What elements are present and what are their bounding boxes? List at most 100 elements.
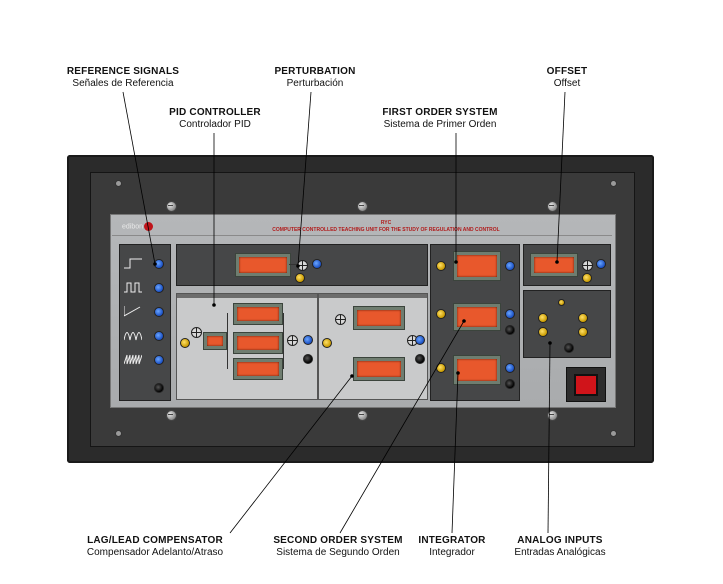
callout-subtitle: Entradas Analógicas (514, 547, 606, 558)
integrator-display (453, 355, 501, 385)
callout-subtitle: Señales de Referencia (72, 78, 174, 89)
callout-first-order-system: FIRST ORDER SYSTEM Sistema de Primer Ord… (365, 107, 515, 131)
callout-title: PERTURBATION (274, 66, 356, 77)
lag-lead-compensator-block (318, 293, 428, 400)
offset-output-jack[interactable] (596, 259, 606, 269)
panel-title: COMPUTER CONTROLLED TEACHING UNIT FOR TH… (272, 227, 500, 233)
panel-screw (357, 201, 368, 212)
reference-signals-block (119, 244, 171, 401)
callout-pid-controller: PID CONTROLLER Controlador PID (155, 107, 275, 131)
callout-title: INTEGRATOR (418, 535, 486, 546)
perturbation-block (176, 244, 428, 286)
square-wave-icon (124, 282, 142, 293)
callout-offset: OFFSET Offset (527, 66, 607, 90)
panel-model: RYC (380, 220, 392, 226)
callout-subtitle: Compensador Adelanto/Atraso (86, 547, 224, 558)
compensator-display (353, 306, 405, 330)
first-order-display (453, 251, 501, 281)
step-wave-icon (124, 258, 142, 269)
first-order-input-jack[interactable] (436, 261, 446, 271)
panel-screw (547, 201, 558, 212)
brand-name: edibon (122, 223, 144, 231)
integrator-output-jack[interactable] (505, 363, 515, 373)
sinusoidal-output-jack[interactable] (154, 331, 164, 341)
square-output-jack[interactable] (154, 283, 164, 293)
pid-derivative-display (233, 358, 283, 380)
analog-indicator (558, 299, 565, 306)
callout-subtitle: Perturbación (286, 78, 344, 89)
integrator-ground-jack[interactable] (505, 379, 515, 389)
header-divider (112, 235, 612, 236)
offset-input-jack[interactable] (582, 273, 592, 283)
callout-subtitle: Controlador PID (179, 119, 251, 130)
analog-ground-jack[interactable] (564, 343, 574, 353)
second-order-output-jack[interactable] (505, 309, 515, 319)
callout-second-order-system: SECOND ORDER SYSTEM Sistema de Segundo O… (258, 535, 418, 559)
offset-block (523, 244, 611, 286)
panel-title-block: RYC COMPUTER CONTROLLED TEACHING UNIT FO… (166, 220, 606, 234)
frame-bolt (115, 430, 122, 437)
ramp-output-jack[interactable] (154, 307, 164, 317)
power-switch[interactable] (566, 367, 606, 402)
callout-title: PID CONTROLLER (169, 107, 261, 118)
perturbation-display (235, 253, 291, 277)
sinusoidal-wave-icon (124, 332, 142, 341)
panel-screw (357, 410, 368, 421)
pid-ground-jack[interactable] (303, 354, 313, 364)
second-order-display (353, 357, 405, 381)
second-order-system-display (453, 303, 501, 331)
pid-output-jack[interactable] (303, 335, 313, 345)
callout-title: ANALOG INPUTS (517, 535, 603, 546)
perturbation-input-jack[interactable] (295, 273, 305, 283)
perturbation-output-jack[interactable] (312, 259, 322, 269)
frame-bolt (610, 430, 617, 437)
panel-screw (547, 410, 558, 421)
analog-input-1-jack[interactable] (538, 313, 548, 323)
step-output-jack[interactable] (154, 259, 164, 269)
integrator-input-jack[interactable] (436, 363, 446, 373)
callout-title: OFFSET (546, 66, 588, 77)
pid-wire (227, 313, 228, 369)
reference-ground-jack[interactable] (154, 383, 164, 393)
callout-title: REFERENCE SIGNALS (66, 66, 180, 77)
offset-display (530, 253, 578, 277)
analog-input-4-jack[interactable] (578, 327, 588, 337)
pid-controller-block (176, 293, 318, 400)
brand-logo: edibon (122, 222, 154, 231)
pid-integral-display (233, 332, 283, 354)
second-order-ground-jack[interactable] (505, 325, 515, 335)
panel-screw (166, 410, 177, 421)
sawtooth-wave-icon (124, 354, 142, 365)
callout-subtitle: Offset (553, 78, 581, 89)
callout-subtitle: Integrador (429, 547, 475, 558)
callout-reference-signals: REFERENCE SIGNALS Señales de Referencia (48, 66, 198, 90)
pid-wire (283, 313, 284, 369)
second-order-input-jack[interactable] (436, 309, 446, 319)
pid-input-jack[interactable] (180, 338, 190, 348)
sawtooth-output-jack[interactable] (154, 355, 164, 365)
systems-column-block (430, 244, 520, 401)
ramp-wave-icon (124, 306, 141, 317)
compensator-output-jack[interactable] (415, 335, 425, 345)
pid-output-summing-junction (287, 335, 298, 346)
frame-bolt (115, 180, 122, 187)
callout-analog-inputs: ANALOG INPUTS Entradas Analógicas (500, 535, 620, 559)
callout-integrator: INTEGRATOR Integrador (412, 535, 492, 559)
compensator-ground-jack[interactable] (415, 354, 425, 364)
callout-lag-lead-compensator: LAG/LEAD COMPENSATOR Compensador Adelant… (70, 535, 240, 559)
pid-gain-display (203, 332, 227, 350)
analog-inputs-block (523, 290, 611, 358)
panel-screw (166, 201, 177, 212)
callout-title: SECOND ORDER SYSTEM (273, 535, 403, 546)
callout-subtitle: Sistema de Segundo Orden (276, 547, 400, 558)
analog-input-2-jack[interactable] (538, 327, 548, 337)
pid-summing-junction (191, 327, 202, 338)
perturbation-wire (289, 264, 297, 265)
pid-proportional-display (233, 303, 283, 325)
perturbation-summing-junction (297, 260, 308, 271)
power-rocker[interactable] (574, 374, 598, 396)
analog-input-3-jack[interactable] (578, 313, 588, 323)
callout-title: FIRST ORDER SYSTEM (382, 107, 498, 118)
first-order-output-jack[interactable] (505, 261, 515, 271)
compensator-input-jack[interactable] (322, 338, 332, 348)
